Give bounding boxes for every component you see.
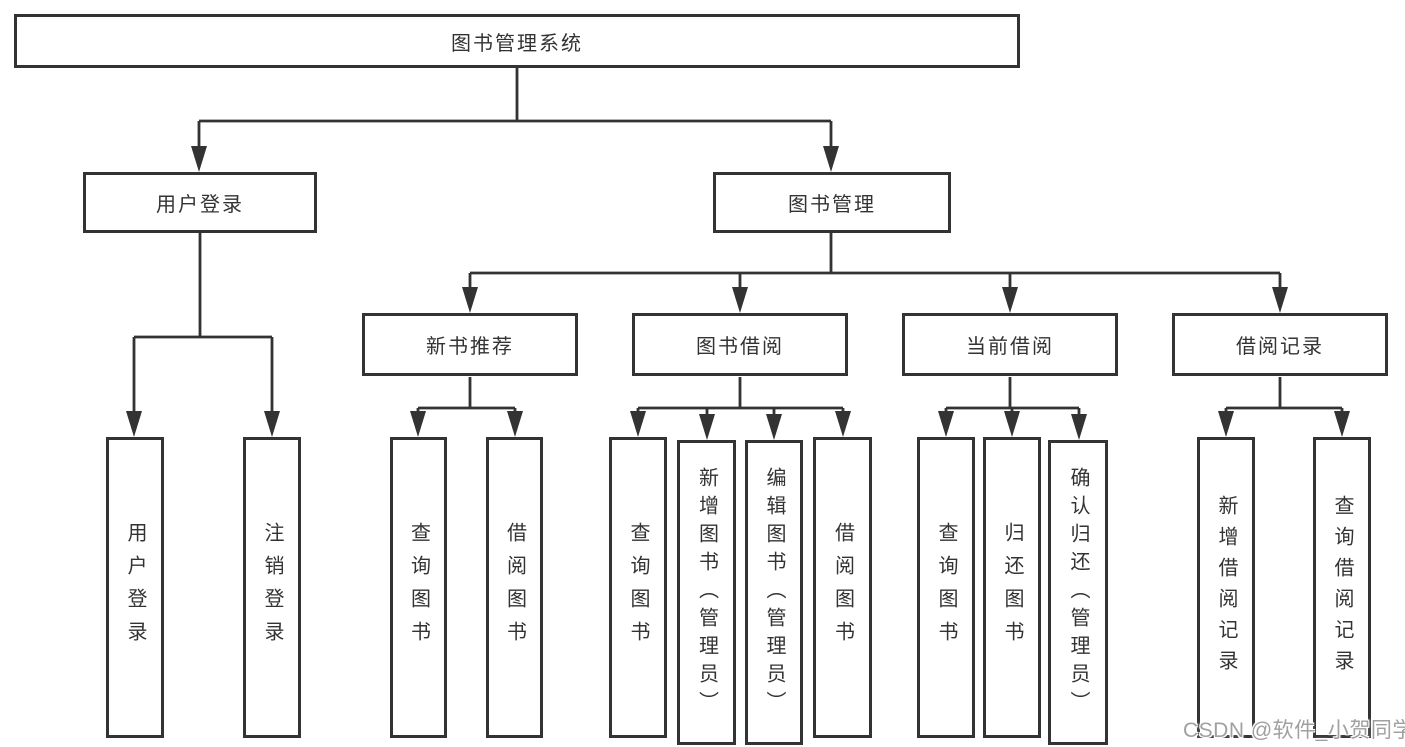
leaf-edit-books-admin-label: 编辑图书（管理员） — [763, 466, 785, 719]
leaf-query-borrow-record: 查询借阅记录 — [1313, 437, 1371, 738]
leaf-newbook-query-books: 查询图书 — [390, 437, 447, 738]
node-new-book-rec-label: 新书推荐 — [426, 336, 514, 358]
node-current-borrow: 当前借阅 — [902, 313, 1118, 376]
arrowhead — [126, 411, 142, 437]
arrowhead — [835, 411, 851, 437]
leaf-confirm-return-admin-label: 确认归还（管理员） — [1067, 466, 1089, 719]
csdn-watermark: CSDN @软件_小贺同学 — [1183, 719, 1405, 742]
arrowhead — [1071, 414, 1087, 440]
leaf-add-books-admin-label: 新增图书（管理员） — [695, 466, 718, 719]
leaf-query-borrow-record-label: 查询借阅记录 — [1331, 494, 1353, 681]
leaf-add-books-admin: 新增图书（管理员） — [677, 440, 736, 745]
node-book-borrow: 图书借阅 — [632, 313, 848, 376]
node-root: 图书管理系统 — [14, 14, 1020, 68]
connector-new-book-branch — [416, 377, 517, 414]
arrowhead — [264, 411, 280, 437]
arrowhead — [1002, 287, 1018, 313]
arrowhead — [507, 411, 523, 437]
leaf-add-borrow-record: 新增借阅记录 — [1197, 437, 1255, 738]
connector-borrow-record-branch — [1224, 377, 1344, 414]
leaf-current-query-books-label: 查询图书 — [935, 521, 957, 654]
leaf-borrow-books-label: 借阅图书 — [831, 521, 854, 654]
leaf-borrow-books: 借阅图书 — [813, 437, 872, 738]
node-borrow-record: 借阅记录 — [1172, 313, 1388, 376]
connector-book-borrow-branch — [636, 377, 845, 417]
leaf-confirm-return-admin: 确认归还（管理员） — [1048, 440, 1108, 745]
arrowhead — [1004, 411, 1020, 437]
node-user-login: 用户登录 — [83, 172, 317, 233]
node-new-book-rec: 新书推荐 — [362, 313, 578, 376]
leaf-borrow-query-books-label: 查询图书 — [627, 521, 649, 654]
arrowhead — [1218, 411, 1234, 437]
leaf-user-login-label: 用户登录 — [124, 521, 146, 654]
arrowhead — [1334, 411, 1350, 437]
arrowheads — [126, 146, 1350, 440]
node-book-mgmt-label: 图书管理 — [788, 194, 876, 216]
connector-user-login-branch — [132, 233, 274, 415]
leaf-newbook-query-books-label: 查询图书 — [407, 521, 430, 654]
leaf-edit-books-admin: 编辑图书（管理员） — [745, 440, 803, 745]
connector-root-to-level2 — [197, 68, 833, 150]
arrowhead — [630, 411, 646, 437]
leaf-add-borrow-record-label: 新增借阅记录 — [1215, 494, 1237, 681]
arrowhead — [1272, 287, 1288, 313]
leaf-current-query-books: 查询图书 — [917, 437, 975, 738]
arrowhead — [699, 414, 715, 440]
node-user-login-label: 用户登录 — [156, 194, 244, 216]
leaf-newbook-borrow-books: 借阅图书 — [486, 437, 543, 738]
node-book-borrow-label: 图书借阅 — [696, 336, 784, 358]
leaf-return-books-label: 归还图书 — [1001, 521, 1023, 654]
leaf-logout: 注销登录 — [243, 437, 301, 738]
arrowhead — [766, 414, 782, 440]
leaf-logout-label: 注销登录 — [261, 521, 283, 654]
node-current-borrow-label: 当前借阅 — [966, 336, 1054, 358]
leaf-borrow-query-books: 查询图书 — [609, 437, 667, 738]
connector-book-mgmt-branch — [468, 233, 1282, 290]
node-root-label: 图书管理系统 — [451, 32, 583, 55]
arrowhead — [462, 287, 478, 313]
node-book-mgmt: 图书管理 — [713, 172, 951, 233]
arrowhead — [732, 287, 748, 313]
node-borrow-record-label: 借阅记录 — [1236, 336, 1324, 358]
arrowhead — [823, 146, 839, 172]
arrowhead — [938, 411, 954, 437]
arrowhead — [191, 146, 207, 172]
leaf-return-books: 归还图书 — [983, 437, 1041, 738]
leaf-user-login: 用户登录 — [106, 437, 164, 738]
leaf-newbook-borrow-books-label: 借阅图书 — [503, 521, 526, 654]
arrowhead — [410, 411, 426, 437]
